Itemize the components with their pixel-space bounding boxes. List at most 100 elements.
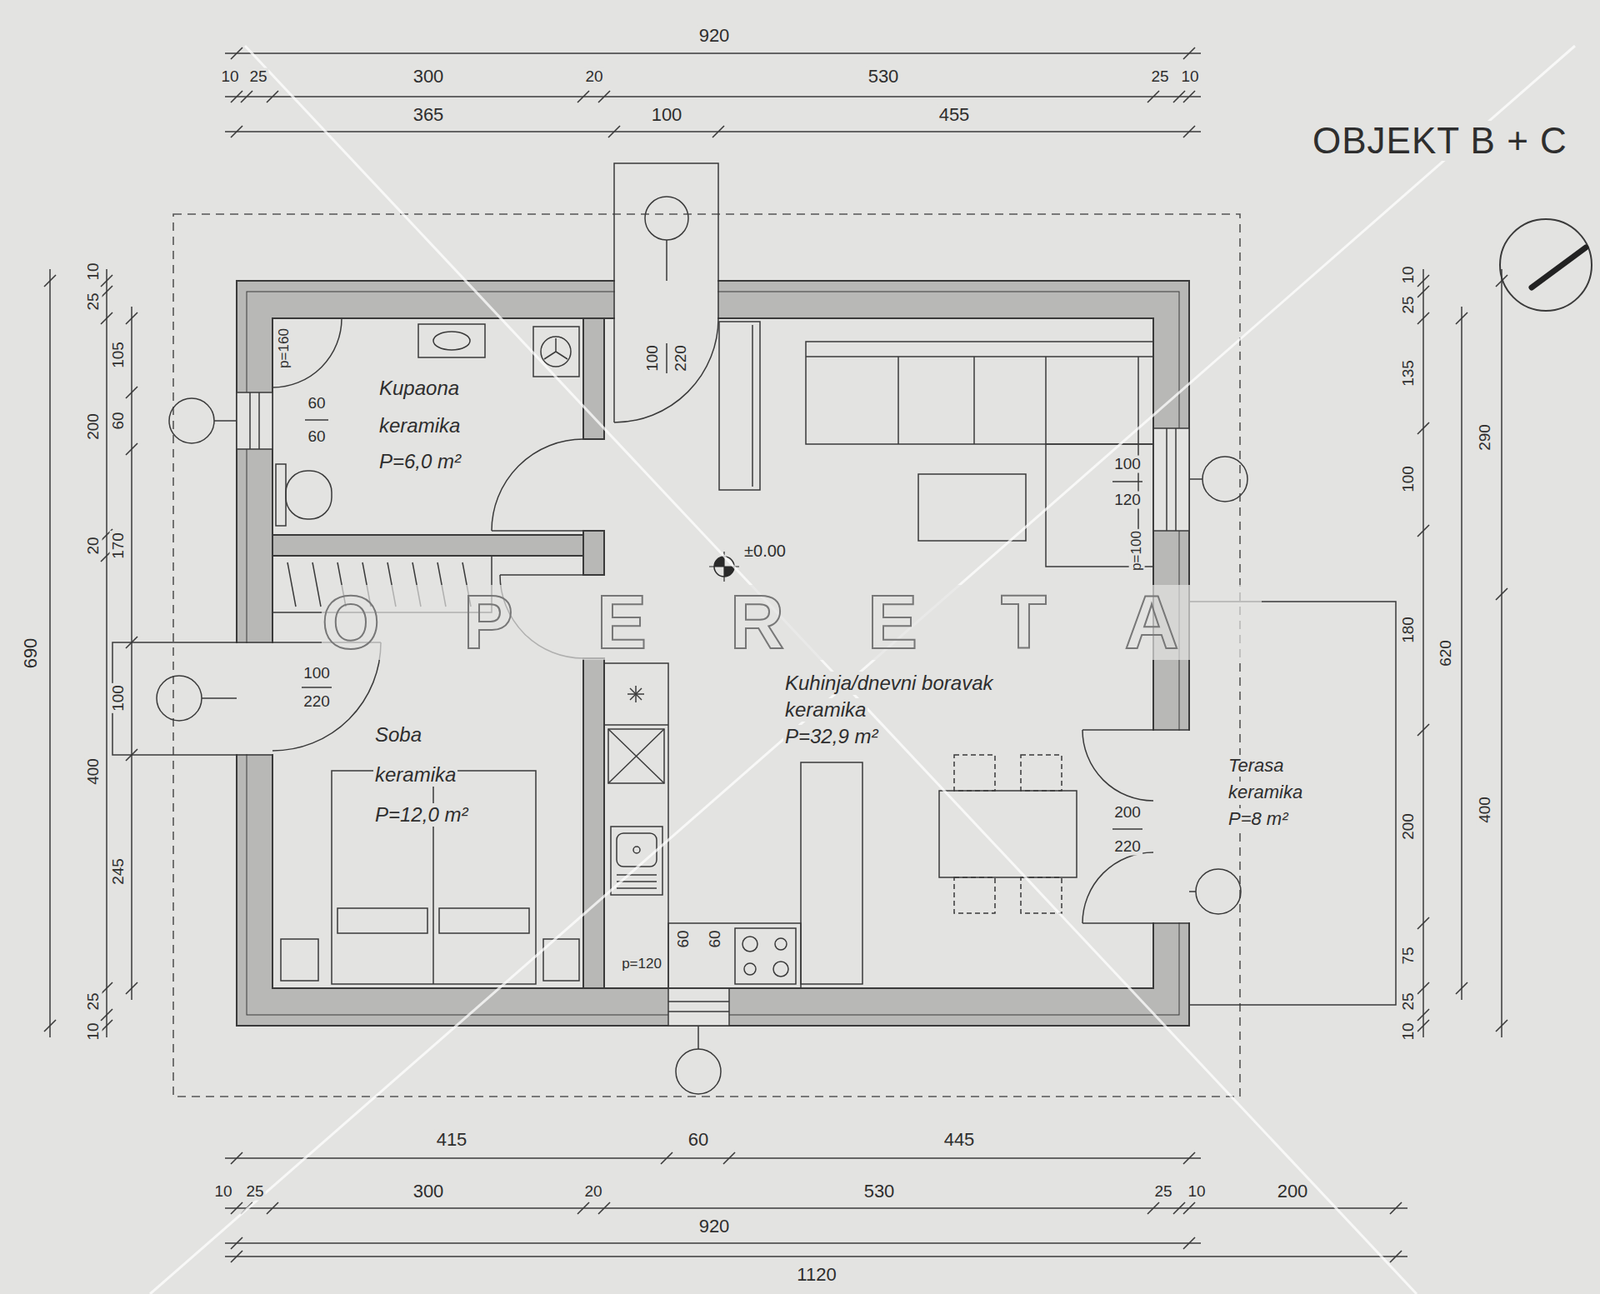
dimension-line (225, 95, 1201, 98)
door-swing (1082, 729, 1154, 731)
porch-outline (614, 163, 719, 281)
dimension-line (225, 1242, 1201, 1245)
fraction-line (1112, 480, 1143, 483)
dimension-line (130, 306, 133, 1000)
door-swing (491, 530, 584, 532)
bathroom-fixture (275, 464, 286, 526)
door-swing (614, 318, 719, 423)
dimension-line (1500, 269, 1503, 1038)
wall-opening (717, 280, 720, 319)
dimension-text: 300 (411, 66, 446, 87)
wall-opening (236, 641, 273, 644)
dimension-text: 415 (435, 1130, 470, 1150)
dimension-text: 100 (301, 665, 332, 683)
wall-opening (1175, 428, 1177, 531)
wall (583, 318, 605, 440)
wall-opening (613, 280, 615, 319)
dimension-text: 25 (244, 1183, 265, 1201)
dimension-text: 445 (942, 1130, 977, 1150)
furniture (954, 877, 995, 914)
wall-opening (1153, 428, 1190, 531)
bathroom-fixture (555, 338, 557, 352)
wall-opening (236, 392, 273, 450)
dimension-line (44, 1020, 56, 1032)
dimension-text-vertical: 100 (1400, 464, 1418, 495)
fraction-line (665, 343, 668, 374)
dimension-line (266, 90, 279, 103)
dimension-text-vertical: 170 (110, 530, 128, 561)
dimension-line (125, 636, 138, 649)
furniture (805, 341, 1154, 445)
dimension-line (1417, 312, 1430, 325)
kitchen-unit (630, 688, 642, 700)
dimension-text: 10 (1185, 1183, 1207, 1201)
wall-opening (236, 754, 273, 756)
dimension-text: 200 (1275, 1181, 1310, 1202)
dimension-text: 60 (686, 1130, 710, 1150)
dimension-text: 10 (219, 68, 240, 86)
dimension-line (577, 90, 590, 103)
dimension-text: 455 (937, 105, 972, 125)
room-area: TerasakeramikaP=8 m² (1189, 601, 1396, 1005)
dimension-line (1417, 1009, 1430, 1021)
dimension-text-vertical: 60 (706, 928, 725, 950)
dimension-line (1147, 90, 1160, 103)
dimension-line (1183, 125, 1195, 138)
wall-opening (1153, 729, 1190, 731)
opening-marker (645, 196, 689, 240)
dimension-text-vertical: 105 (110, 340, 128, 370)
fraction-line (301, 686, 332, 689)
fraction-line (305, 419, 329, 421)
dimension-text-vertical: 400 (85, 756, 103, 787)
plan-title: OBJEKT B + C (1310, 120, 1570, 161)
dimension-line (125, 749, 138, 761)
dimension-line (1173, 90, 1185, 103)
opening-marker (214, 420, 237, 422)
dimension-text: 530 (866, 66, 901, 87)
dimension-line (1455, 982, 1468, 995)
door-swing (1082, 922, 1154, 925)
dimension-text: ±0.00 (742, 541, 788, 560)
dimension-text-vertical: 220 (672, 343, 690, 374)
dimension-text-vertical: p=100 (1129, 529, 1145, 573)
dimension-line (266, 1202, 279, 1215)
dimension-text: 300 (411, 1181, 446, 1202)
wall-opening (1151, 730, 1191, 923)
dimension-text: 20 (582, 1183, 604, 1201)
room-name: Kupaona (377, 376, 461, 400)
wall-opening (615, 278, 718, 320)
dimension-text: 220 (301, 693, 332, 711)
dimension-line (1147, 1202, 1160, 1215)
dimension-line (1417, 917, 1430, 930)
dimension-line (1390, 1202, 1402, 1215)
dimension-line (230, 1237, 243, 1250)
north-arrow (1531, 247, 1586, 288)
dimension-line (100, 1009, 113, 1021)
dimension-text-vertical: 690 (20, 636, 41, 671)
dimension-line (125, 312, 138, 325)
dimension-text: 200 (1112, 804, 1143, 822)
furniture (719, 321, 760, 490)
dimension-line (660, 1152, 673, 1165)
dimension-line (49, 269, 51, 1038)
bathroom-fixture (272, 318, 580, 526)
dimension-line (100, 312, 113, 325)
door-swing (500, 574, 584, 576)
kitchen-unit (633, 846, 640, 854)
dimension-text: 10 (1179, 68, 1200, 86)
watermark-cross (150, 45, 1575, 1294)
kitchen-unit (775, 938, 787, 950)
dimension-text: 20 (583, 68, 605, 86)
dimension-line (1495, 588, 1508, 600)
dimension-text-vertical: 620 (1437, 638, 1455, 669)
dimension-line (598, 90, 610, 103)
furniture (439, 908, 530, 934)
dimension-text-vertical: 25 (85, 290, 103, 312)
wall-opening (249, 392, 251, 450)
dimension-line (1417, 525, 1430, 537)
kitchen-unit (735, 928, 796, 985)
room-name: Soba (373, 723, 424, 747)
dimension-line (230, 1250, 243, 1263)
dimension-line (44, 275, 56, 287)
room-info: keramika (1226, 781, 1305, 803)
